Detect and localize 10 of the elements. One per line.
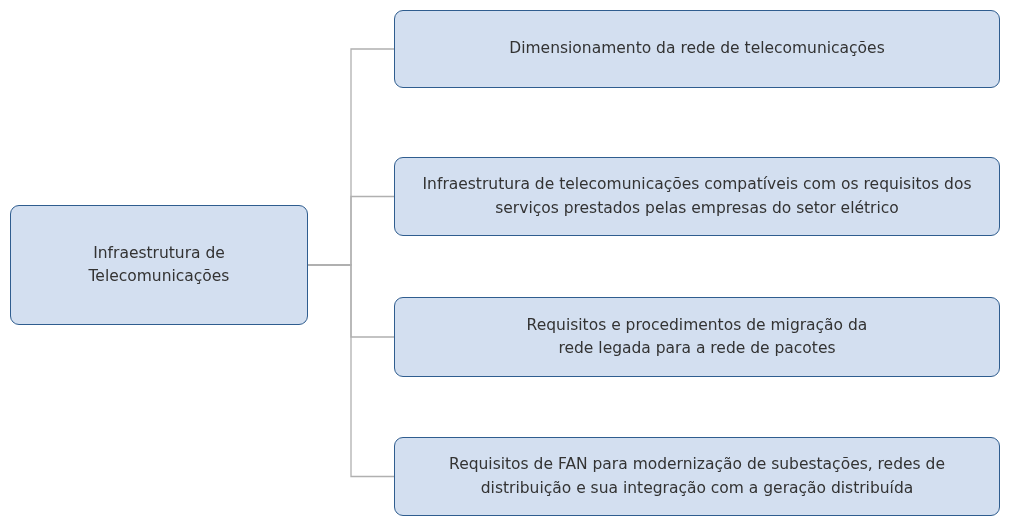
box-label: Infraestrutura de Telecomunicações — [87, 242, 231, 287]
box-label: Requisitos e procedimentos de migração da rede legada para a rede de pacotes — [525, 314, 869, 359]
topic-box — [394, 297, 1000, 377]
box-label: Requisitos de FAN para modernização de subestações, redes de distribuição e sua integração com a geração distribuída — [448, 454, 946, 499]
topic-box — [10, 205, 308, 325]
topic-box — [394, 437, 1000, 516]
topic-box — [394, 157, 1000, 236]
box-label: Dimensionamento da rede de telecomunicações — [509, 38, 885, 60]
topic-box — [394, 10, 1000, 88]
box-label: Infraestrutura de telecomunicações compatíveis com os requisitos dos serviços prestados pelas empresas do setor elétrico — [421, 174, 973, 219]
